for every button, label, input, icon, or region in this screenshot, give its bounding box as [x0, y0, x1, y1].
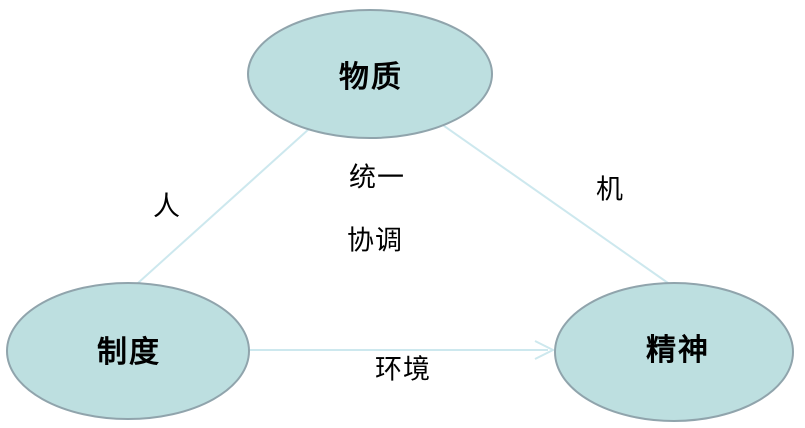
center-label-unity: 统一: [349, 162, 405, 194]
node-ellipse-material: [247, 9, 493, 139]
edge-label-environment: 环境: [375, 354, 431, 386]
edge-label-man: 人: [153, 191, 181, 223]
node-ellipse-institution: [6, 282, 250, 420]
edge-label-machine: 机: [596, 174, 624, 206]
node-label-spirit: 精神: [646, 333, 710, 368]
center-label-coordination: 协调: [347, 225, 403, 257]
node-label-material: 物质: [339, 60, 403, 95]
arrow-head-icon: [534, 340, 556, 360]
node-ellipse-spirit: [554, 282, 794, 422]
node-label-institution: 制度: [97, 335, 161, 370]
